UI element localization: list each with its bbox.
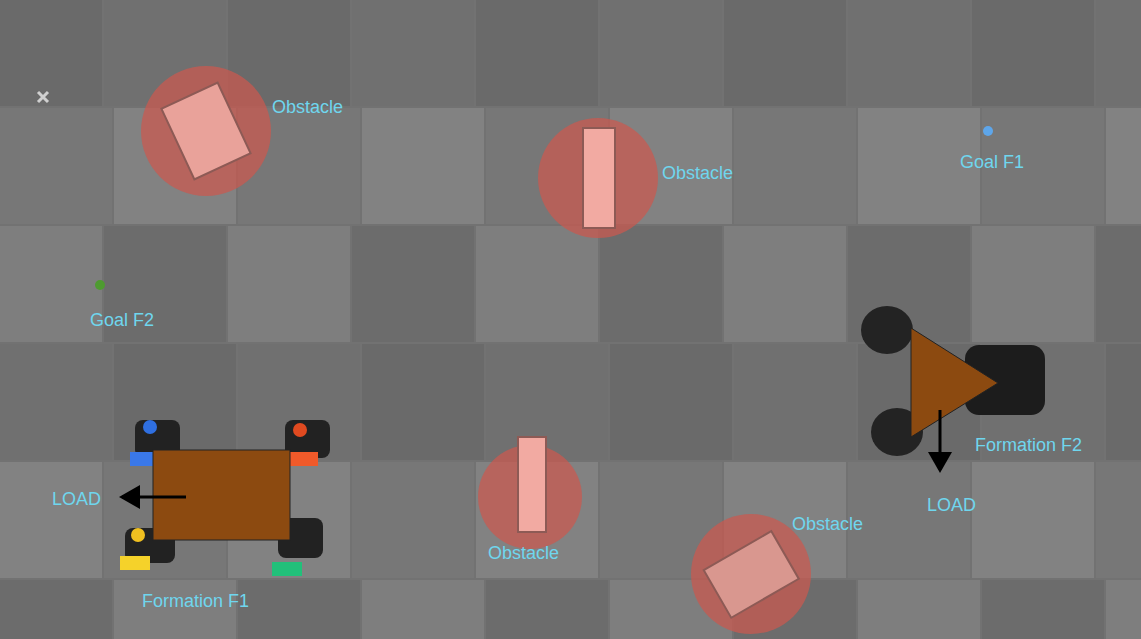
floor-tile [734,344,856,460]
floor-tile [0,344,112,460]
annotation-label: LOAD [52,489,101,509]
floor-tile [972,462,1094,578]
floor-tile [982,580,1104,639]
annotation-label: Formation F2 [975,435,1082,455]
robots-f1 [120,420,330,576]
floor-tile [0,0,102,106]
obstacle-circles [141,66,811,634]
floor-tile [352,462,474,578]
floor-tile [238,580,360,639]
floor-tile [1096,226,1141,342]
floor-tile [1106,580,1141,639]
annotation-label: Goal F1 [960,152,1024,172]
floor-tile [0,462,102,578]
floor-tile [476,0,598,106]
floor-mark [38,92,48,102]
annotation-label: Obstacle [488,543,559,563]
floor-tile [362,580,484,639]
floor-tile [486,580,608,639]
floor-tile [238,344,360,460]
floor-tile [600,0,722,106]
floor-tile [600,226,722,342]
annotation-label: Goal F2 [90,310,154,330]
floor-tile [1096,0,1141,106]
floor-tile [362,108,484,224]
goal-dot [983,126,993,136]
floor-tile [848,462,970,578]
floor-tile [848,0,970,106]
floor-tile [114,344,236,460]
floor-tile [1106,344,1141,460]
floor-tile [610,344,732,460]
floor-tile [0,580,112,639]
floor-tile [0,226,102,342]
annotation-label: Obstacle [662,163,733,183]
goal-dot [95,280,105,290]
floor-tile [972,0,1094,106]
floor-tile [362,344,484,460]
floor-tile [352,226,474,342]
annotation-label: Formation F1 [142,591,249,611]
floor-tile [0,108,112,224]
floor-tile [724,0,846,106]
annotation-label: Obstacle [272,97,343,117]
floor-tile [1096,462,1141,578]
floor-tile [734,108,856,224]
floor-tile [1106,108,1141,224]
floor-tile [476,226,598,342]
floor-tile [352,0,474,106]
floor-tile [228,226,350,342]
annotation-label: Obstacle [792,514,863,534]
floor-tile [972,226,1094,342]
floor-tile [724,226,846,342]
floor-tile [858,580,980,639]
annotation-label: LOAD [927,495,976,515]
